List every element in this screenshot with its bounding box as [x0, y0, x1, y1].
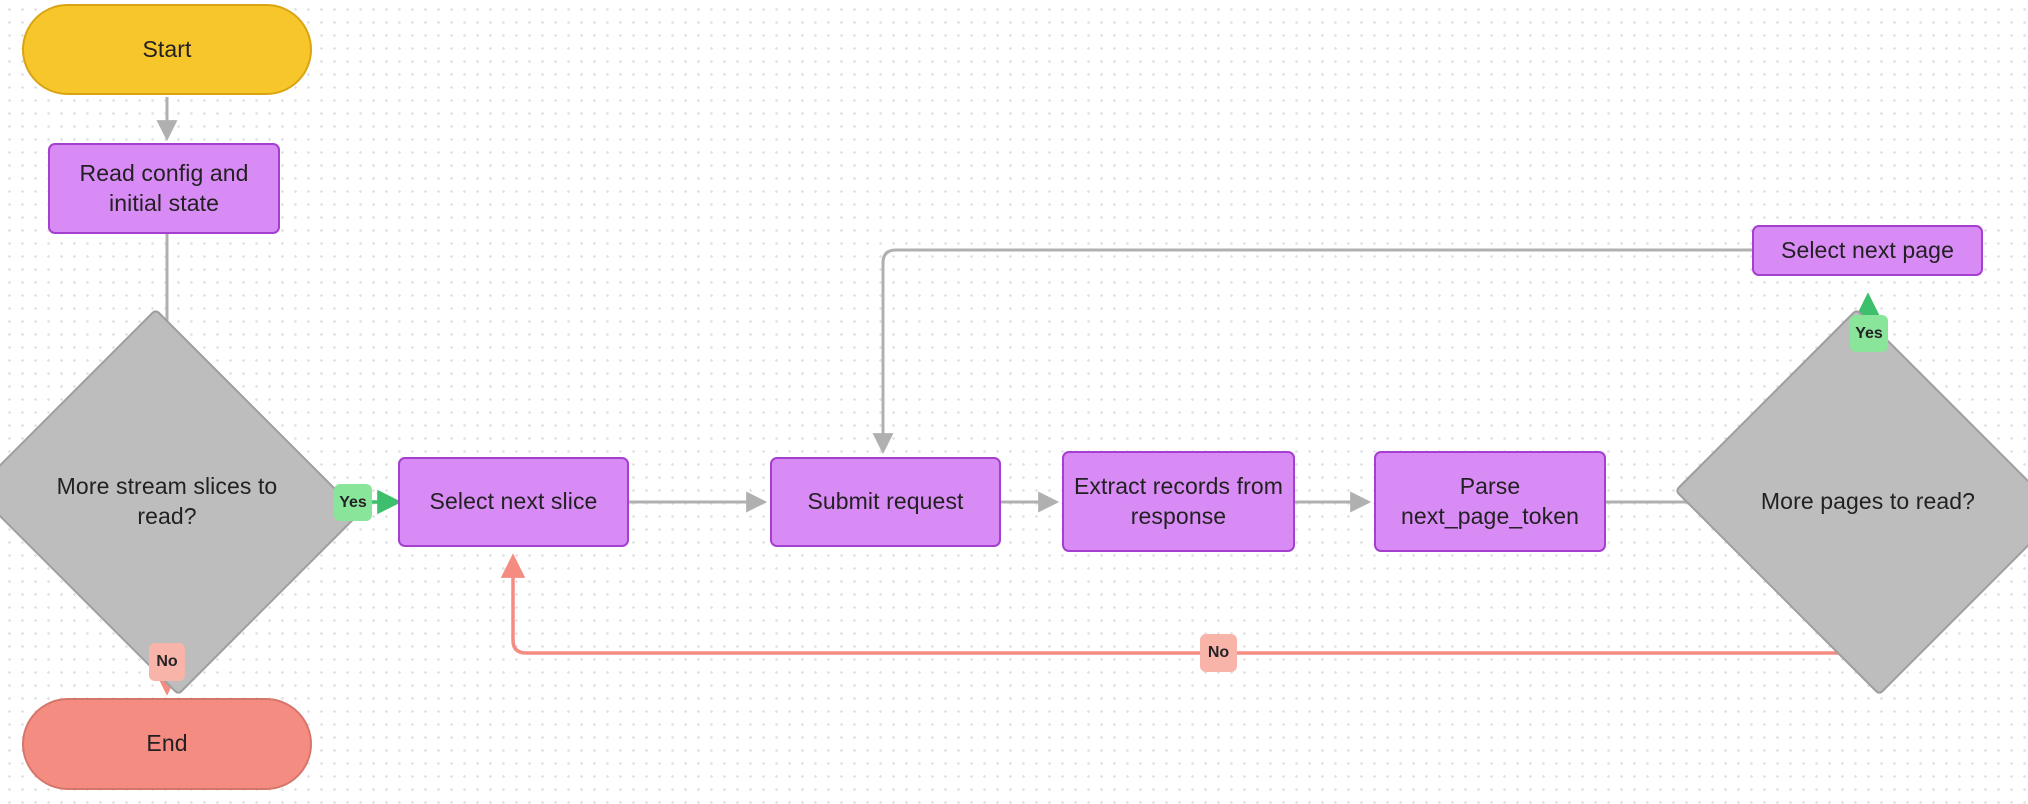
edge-label-slices-yes-text: Yes [339, 493, 367, 511]
node-extract-records[interactable]: Extract records from response [1062, 451, 1295, 552]
node-parse-next-page-token[interactable]: Parse next_page_token [1374, 451, 1606, 552]
node-select-next-page-label: Select next page [1781, 236, 1954, 263]
node-more-stream-slices-label: More stream slices to read? [56, 473, 278, 529]
node-read-config-label: Read config and initial state [79, 159, 249, 216]
edge-label-pages-yes-text: Yes [1855, 324, 1883, 342]
edge-label-slices-no[interactable]: No [149, 643, 185, 681]
edge-select-page-to-submit-request [872, 248, 1752, 455]
edge-label-pages-yes[interactable]: Yes [1850, 315, 1888, 352]
node-submit-request-label: Submit request [807, 488, 964, 515]
node-select-next-slice-label: Select next slice [429, 488, 598, 515]
node-select-next-page[interactable]: Select next page [1752, 225, 1983, 276]
node-more-pages-label: More pages to read? [1760, 488, 1976, 515]
node-read-config[interactable]: Read config and initial state [48, 143, 280, 234]
edge-label-slices-no-text: No [156, 653, 178, 670]
node-more-stream-slices[interactable]: More stream slices to read? [0, 308, 361, 696]
node-start[interactable]: Start [22, 4, 312, 95]
node-end[interactable]: End [22, 698, 312, 790]
edge-label-slices-yes[interactable]: Yes [334, 484, 372, 521]
edge-label-pages-no-text: No [1207, 644, 1230, 661]
edge-label-pages-no[interactable]: No [1200, 634, 1237, 672]
node-select-next-slice[interactable]: Select next slice [398, 457, 629, 547]
node-submit-request[interactable]: Submit request [770, 457, 1001, 547]
node-extract-records-label: Extract records from response [1073, 472, 1284, 529]
edge-more-pages-no-to-select-slice [500, 553, 1870, 655]
node-parse-next-page-token-label: Parse next_page_token [1401, 472, 1579, 529]
node-start-label: Start [142, 35, 192, 62]
node-end-label: End [146, 730, 188, 757]
node-more-pages[interactable]: More pages to read? [1674, 308, 2028, 696]
